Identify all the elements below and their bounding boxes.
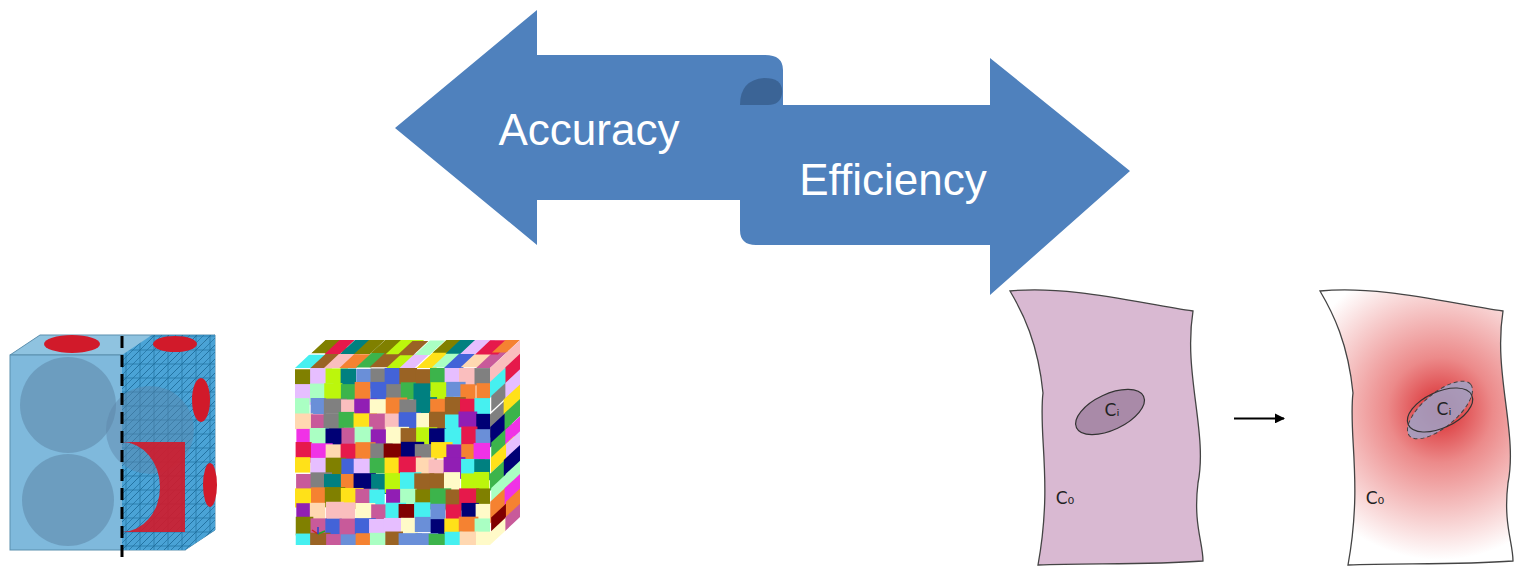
scroll-curl — [740, 78, 782, 105]
inclusion-outline — [1401, 379, 1480, 441]
arrow-shape — [740, 58, 1130, 295]
region-label: Cᵢ — [1105, 400, 1120, 420]
grain — [339, 412, 355, 428]
grain — [370, 458, 386, 474]
grain — [460, 532, 479, 545]
arrow-shape — [395, 10, 783, 245]
inclusion-ellipse: Cᵢ — [1070, 387, 1150, 437]
grain — [311, 398, 326, 414]
grain — [295, 369, 311, 386]
grain — [444, 472, 460, 490]
inclusion-outline — [1398, 371, 1481, 448]
arrow-label: Accuracy — [499, 105, 680, 155]
grain — [384, 518, 404, 533]
accuracy-arrow: Accuracy — [393, 8, 788, 248]
inclusion-ellipse: Cᵢ — [1400, 385, 1480, 435]
grain — [505, 500, 520, 534]
grain — [490, 516, 508, 545]
grain — [429, 534, 447, 545]
matrix-region: C₀ Cᵢ — [998, 283, 1208, 568]
grain — [476, 383, 490, 400]
sphere-cell-cube — [10, 335, 217, 563]
grain — [341, 534, 358, 545]
grain — [461, 427, 477, 446]
matrix-region: C₀ Cᵢ — [1308, 283, 1518, 568]
grain — [476, 532, 490, 545]
efficiency-arrow: Efficiency — [738, 58, 1133, 298]
grain — [295, 413, 313, 429]
grain — [324, 383, 342, 401]
polycrystal-cube — [292, 331, 532, 558]
transition-arrow — [1234, 417, 1284, 419]
axis-triad — [312, 527, 325, 534]
region-label: C₀ — [1366, 488, 1385, 508]
grain — [459, 412, 478, 428]
region-outline — [1010, 290, 1203, 565]
grain — [474, 472, 489, 491]
arrow-label: Efficiency — [799, 155, 987, 205]
grain — [474, 443, 490, 459]
region-label: C₀ — [1056, 488, 1075, 508]
grain — [474, 368, 490, 385]
region-label: Cᵢ — [1437, 399, 1452, 419]
region-outline — [1320, 290, 1513, 565]
inclusion-outline — [1069, 380, 1151, 444]
grain — [339, 502, 355, 520]
grain — [295, 457, 310, 472]
